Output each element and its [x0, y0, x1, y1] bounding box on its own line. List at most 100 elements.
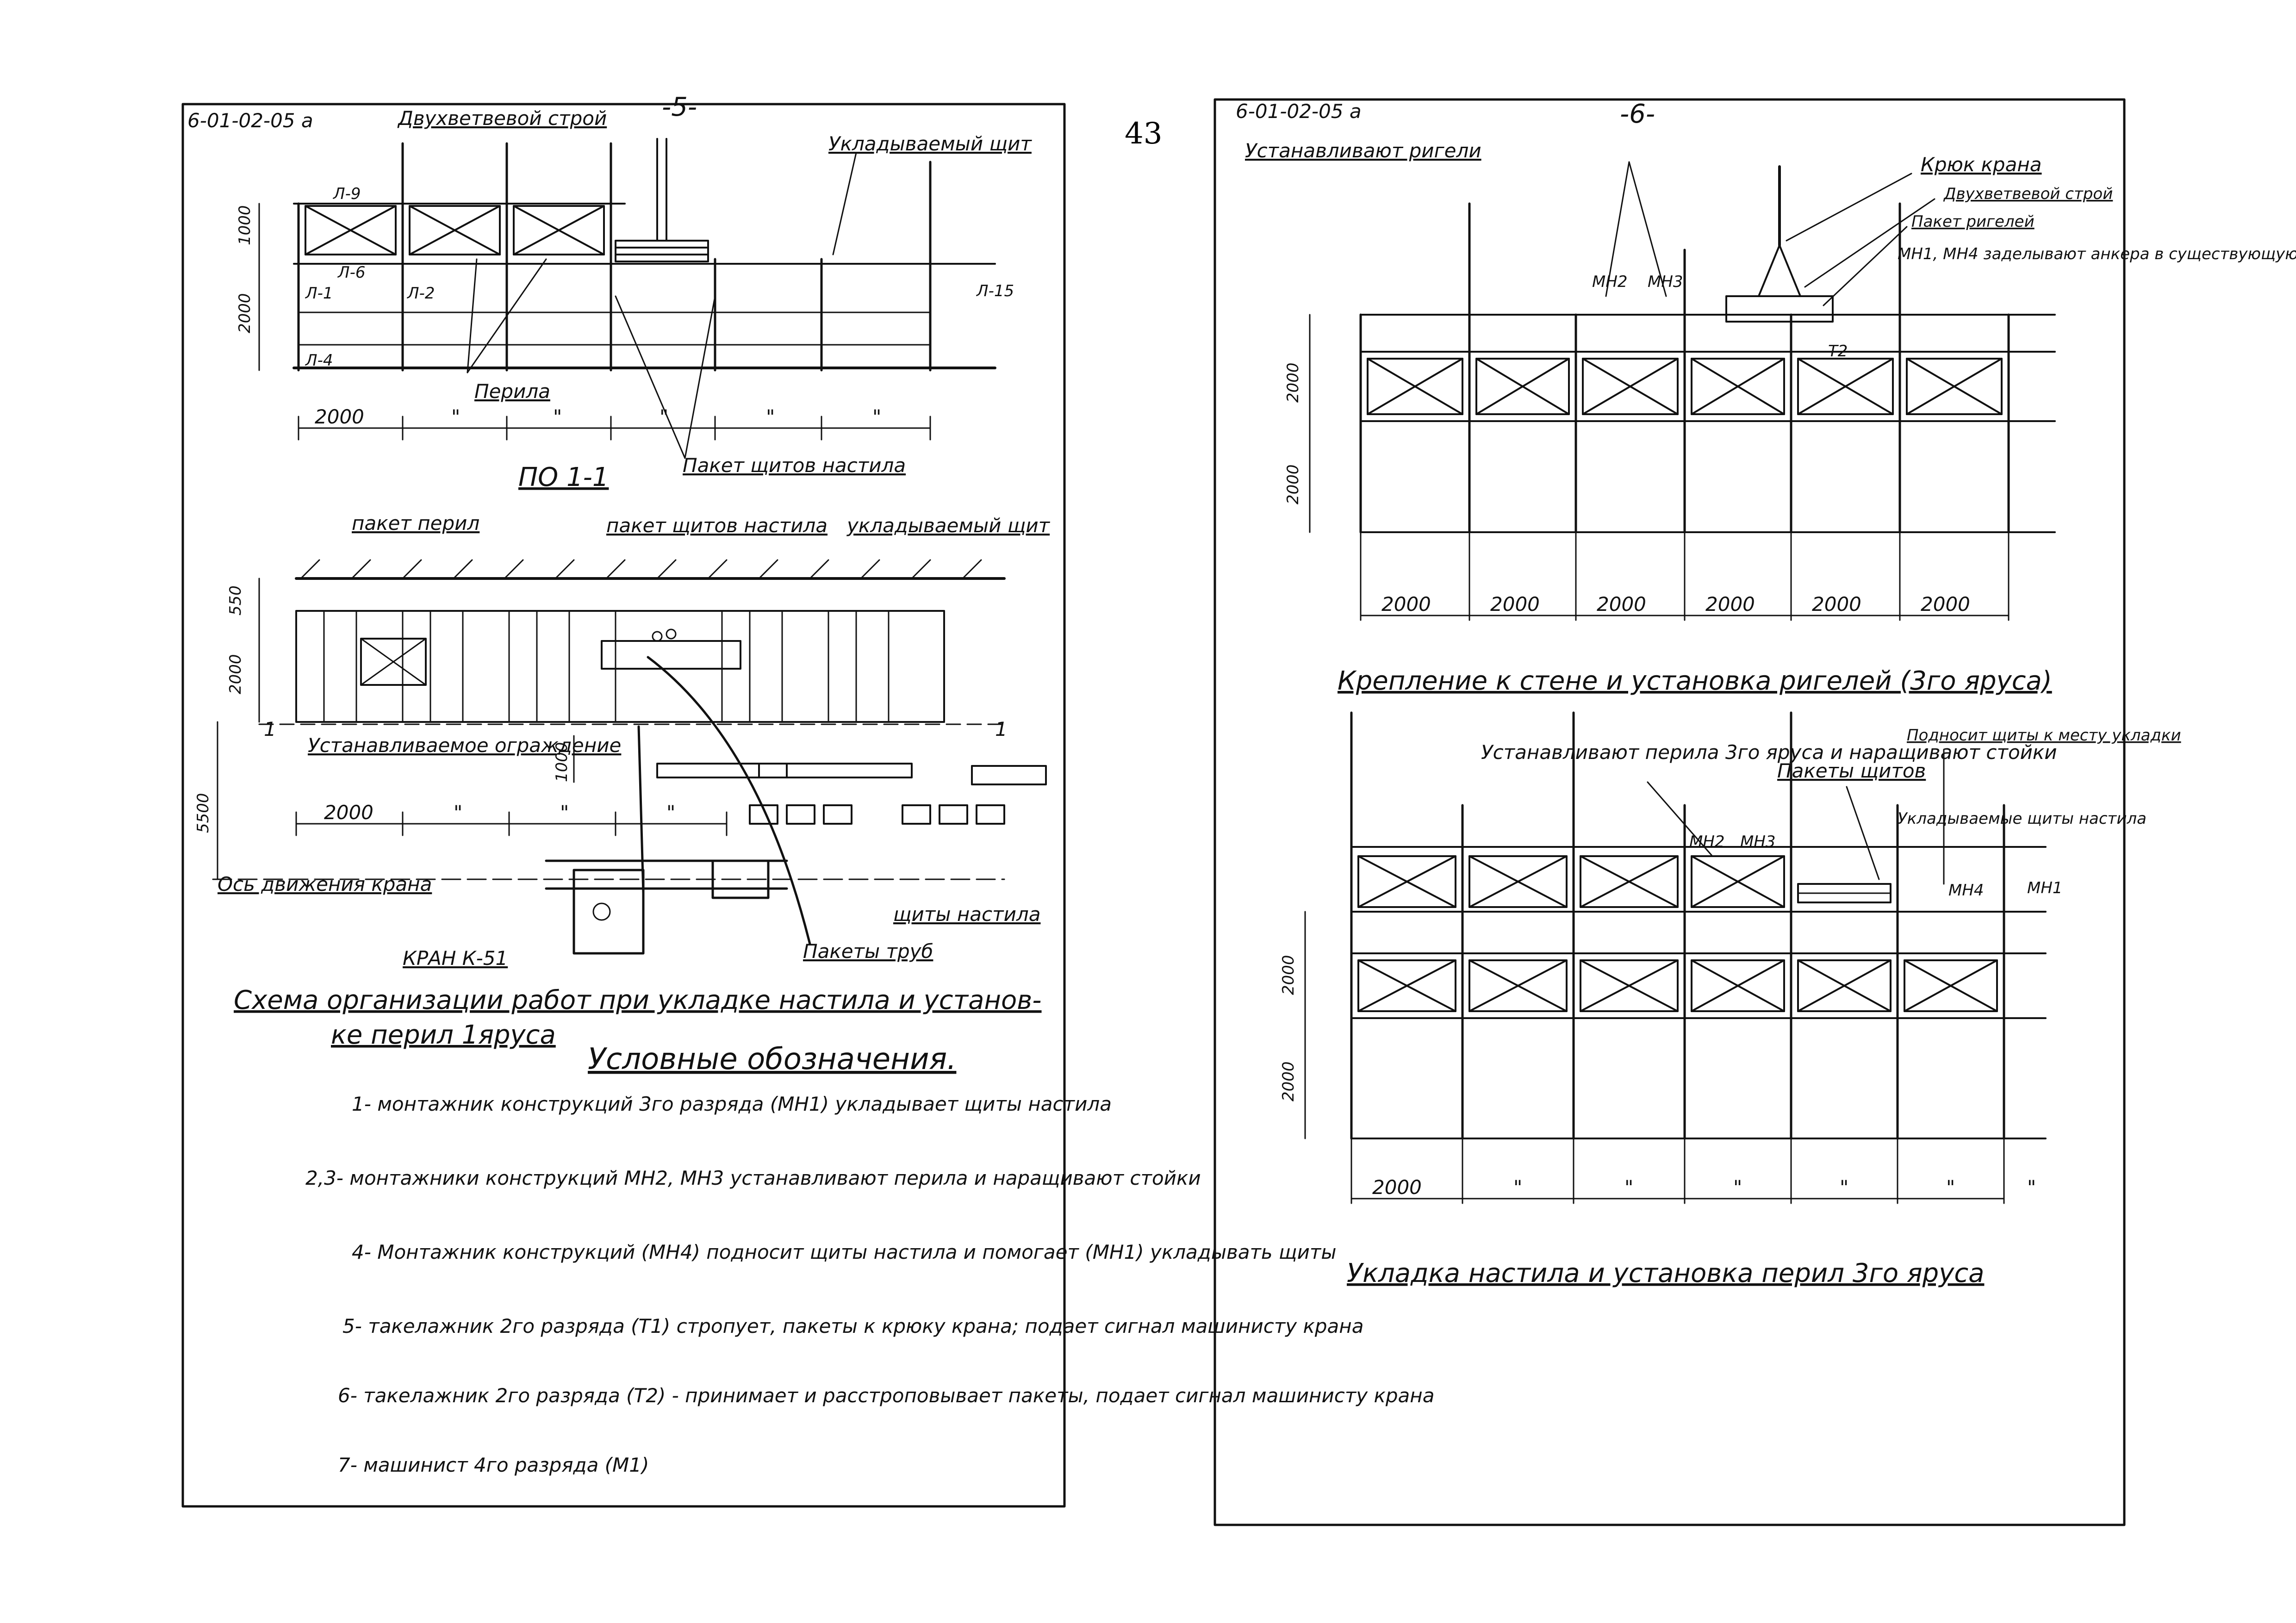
legend-item-3: 4- Монтажник конструкций (МН4) подносит …: [352, 1241, 1337, 1263]
label-plan-deck-package: пакет щитов настила: [606, 514, 828, 537]
leader-lines-top: [467, 152, 857, 459]
label-crane: КРАН К-51: [403, 947, 508, 970]
left-sheet-code: 6-01-02-05 а: [187, 109, 313, 132]
legend-item-4: 5- такелажник 2го разряда (Т1) стропует,…: [342, 1315, 1363, 1337]
label-fence: Устанавливаемое ограждение: [308, 734, 621, 757]
right-bottom-dim-h1: 2000: [1279, 955, 1298, 995]
right-top-bay-3: 2000: [1597, 593, 1646, 616]
marker-l4: Л-4: [305, 351, 333, 370]
marker-l1: Л-1: [305, 284, 333, 303]
right-sheet-number: -6-: [1620, 99, 1655, 129]
marker-l15: Л-15: [976, 282, 1014, 300]
label-carry-shields: Подносит щиты к месту укладки: [1907, 726, 2181, 745]
girder-package: [1725, 295, 1834, 323]
dim-1000: 1000: [553, 742, 571, 782]
right-bottom-bay-7: ": [2027, 1176, 2036, 1199]
right-bottom-elevation: Устанавливают перила 3го яруса и наращив…: [1279, 711, 2181, 1288]
left-top-elevation: Двухветвевой строй Укладываемый щит: [236, 107, 1032, 477]
right-bottom-dimensions: [1304, 911, 2005, 1204]
label-deck-shields: щиты настила: [893, 903, 1040, 926]
marker-l2: Л-2: [406, 284, 435, 303]
right-sheet-code: 6-01-02-05 а: [1236, 100, 1362, 123]
left-sheet-frame: [181, 103, 1066, 1508]
legend-title: Условные обозначения.: [588, 1042, 956, 1076]
bay-dim-1: 2000: [315, 405, 364, 428]
right-bottom-dim-h2: 2000: [1279, 1061, 1298, 1101]
right-bottom-bay-6: ": [1946, 1176, 1955, 1199]
crane-slings: [1758, 244, 1801, 297]
label-pipe-packages: Пакеты труб: [803, 940, 933, 963]
right-top-bay-6: 2000: [1921, 593, 1970, 616]
label-laid-shields: Укладываемые щиты настила: [1898, 809, 2147, 828]
left-sheet: 6-01-02-05 а -5- Двухветвевой строй Укла…: [181, 92, 1434, 1508]
worker-mn3: МН3: [1740, 833, 1776, 851]
right-bottom-bay-5: ": [1840, 1176, 1848, 1199]
worker-mn4: МН4: [1948, 881, 1984, 900]
right-top-bay-5: 2000: [1812, 593, 1861, 616]
right-top-panels: [1367, 358, 2003, 415]
worker-mn1: МН1: [2027, 879, 2063, 897]
scaffold-plan-outline: [295, 610, 945, 723]
right-top-bay-2: 2000: [1490, 593, 1540, 616]
right-bottom-levels: [1350, 846, 2047, 1139]
worker-mn2: МН2: [1689, 833, 1725, 851]
label-railing: Перила: [474, 380, 550, 403]
right-top-dimensions: [1309, 314, 2010, 621]
caption-line2: ке перил 1яруса: [331, 1020, 556, 1050]
section-mark-left: 1: [264, 718, 276, 740]
railings: [298, 311, 931, 346]
section-title: ПО 1-1: [518, 462, 609, 492]
bay-dim-5: ": [766, 405, 775, 428]
bay-dim-6: ": [872, 405, 881, 428]
right-top-levels: [1360, 314, 2056, 533]
label-crane-axis: Ось движения крана: [218, 873, 432, 895]
pipe-packages: [656, 763, 1047, 825]
top-dimensions: [258, 203, 931, 441]
plan-bay-dim-4: ": [666, 801, 675, 824]
legend-item-2: 2,3- монтажники конструкций МН2, МН3 уст…: [305, 1167, 1201, 1189]
right-top-bay-1: 2000: [1381, 593, 1431, 616]
plan-bay-dim-2: ": [454, 801, 462, 824]
right-bottom-posts: [1350, 711, 2005, 1140]
label-scaffold: Двухветвевой строй: [397, 107, 607, 130]
label-install-girders: Устанавливают ригели: [1245, 139, 1481, 162]
bay-dim-2: ": [451, 405, 460, 428]
right-bottom-bay-2: ": [1513, 1176, 1522, 1199]
deck-package-stack: [615, 138, 709, 262]
worker-mn2-top: МН2: [1592, 273, 1628, 291]
posts: [297, 142, 932, 372]
dim-550: 550: [226, 585, 245, 616]
legend-item-1: 1- монтажник конструкций 3го разряда (МН…: [352, 1093, 1112, 1115]
label-anchors: МН1, МН4 заделывают анкера в существующу…: [1898, 245, 2296, 263]
wall-hatching: [300, 559, 982, 579]
dim-2000: 2000: [226, 654, 245, 694]
page-number: 43: [1125, 117, 1162, 151]
label-install-railing: Устанавливают перила 3го яруса и наращив…: [1481, 741, 2057, 764]
right-top-elevation: Устанавливают ригели Крюк крана Двухветв…: [1245, 139, 2296, 696]
right-top-leaders: [1605, 161, 1935, 306]
right-sheet-frame: [1213, 98, 2126, 1526]
legend-list: 1- монтажник конструкций 3го разряда (МН…: [305, 1093, 1434, 1476]
label-laid-shield: Укладываемый щит: [828, 132, 1032, 155]
right-top-dim-h2: 2000: [1284, 464, 1302, 504]
plan-dimensions: [217, 578, 728, 880]
right-bottom-panels-upper: [1357, 855, 1785, 908]
marker-l9: Л-9: [332, 185, 361, 203]
right-top-bay-4: 2000: [1705, 593, 1755, 616]
label-deck-package: Пакет щитов настила: [683, 454, 906, 477]
right-bottom-title: Укладка настила и установка перил 3го яр…: [1347, 1258, 1984, 1288]
section-mark-right: 1: [995, 718, 1008, 740]
caption-line1: Схема организации работ при укладке наст…: [234, 985, 1042, 1015]
left-plan-view: пакет перил пакет щитов настила укладыва…: [194, 512, 1051, 970]
deck-panels-upper: [305, 205, 605, 255]
railing-package: [360, 638, 427, 686]
right-bottom-bay-1: 2000: [1372, 1176, 1422, 1199]
right-top-dim-h1: 2000: [1284, 362, 1302, 403]
dim-height-lower: 2000: [236, 293, 254, 333]
label-railing-package: пакет перил: [352, 512, 479, 535]
right-top-title: Крепление к стене и установка ригелей (3…: [1338, 666, 2052, 696]
legend-item-5: 6- такелажник 2го разряда (Т2) - принима…: [338, 1384, 1434, 1407]
right-bottom-bay-3: ": [1624, 1176, 1633, 1199]
plan-bay-lines: [323, 610, 890, 723]
